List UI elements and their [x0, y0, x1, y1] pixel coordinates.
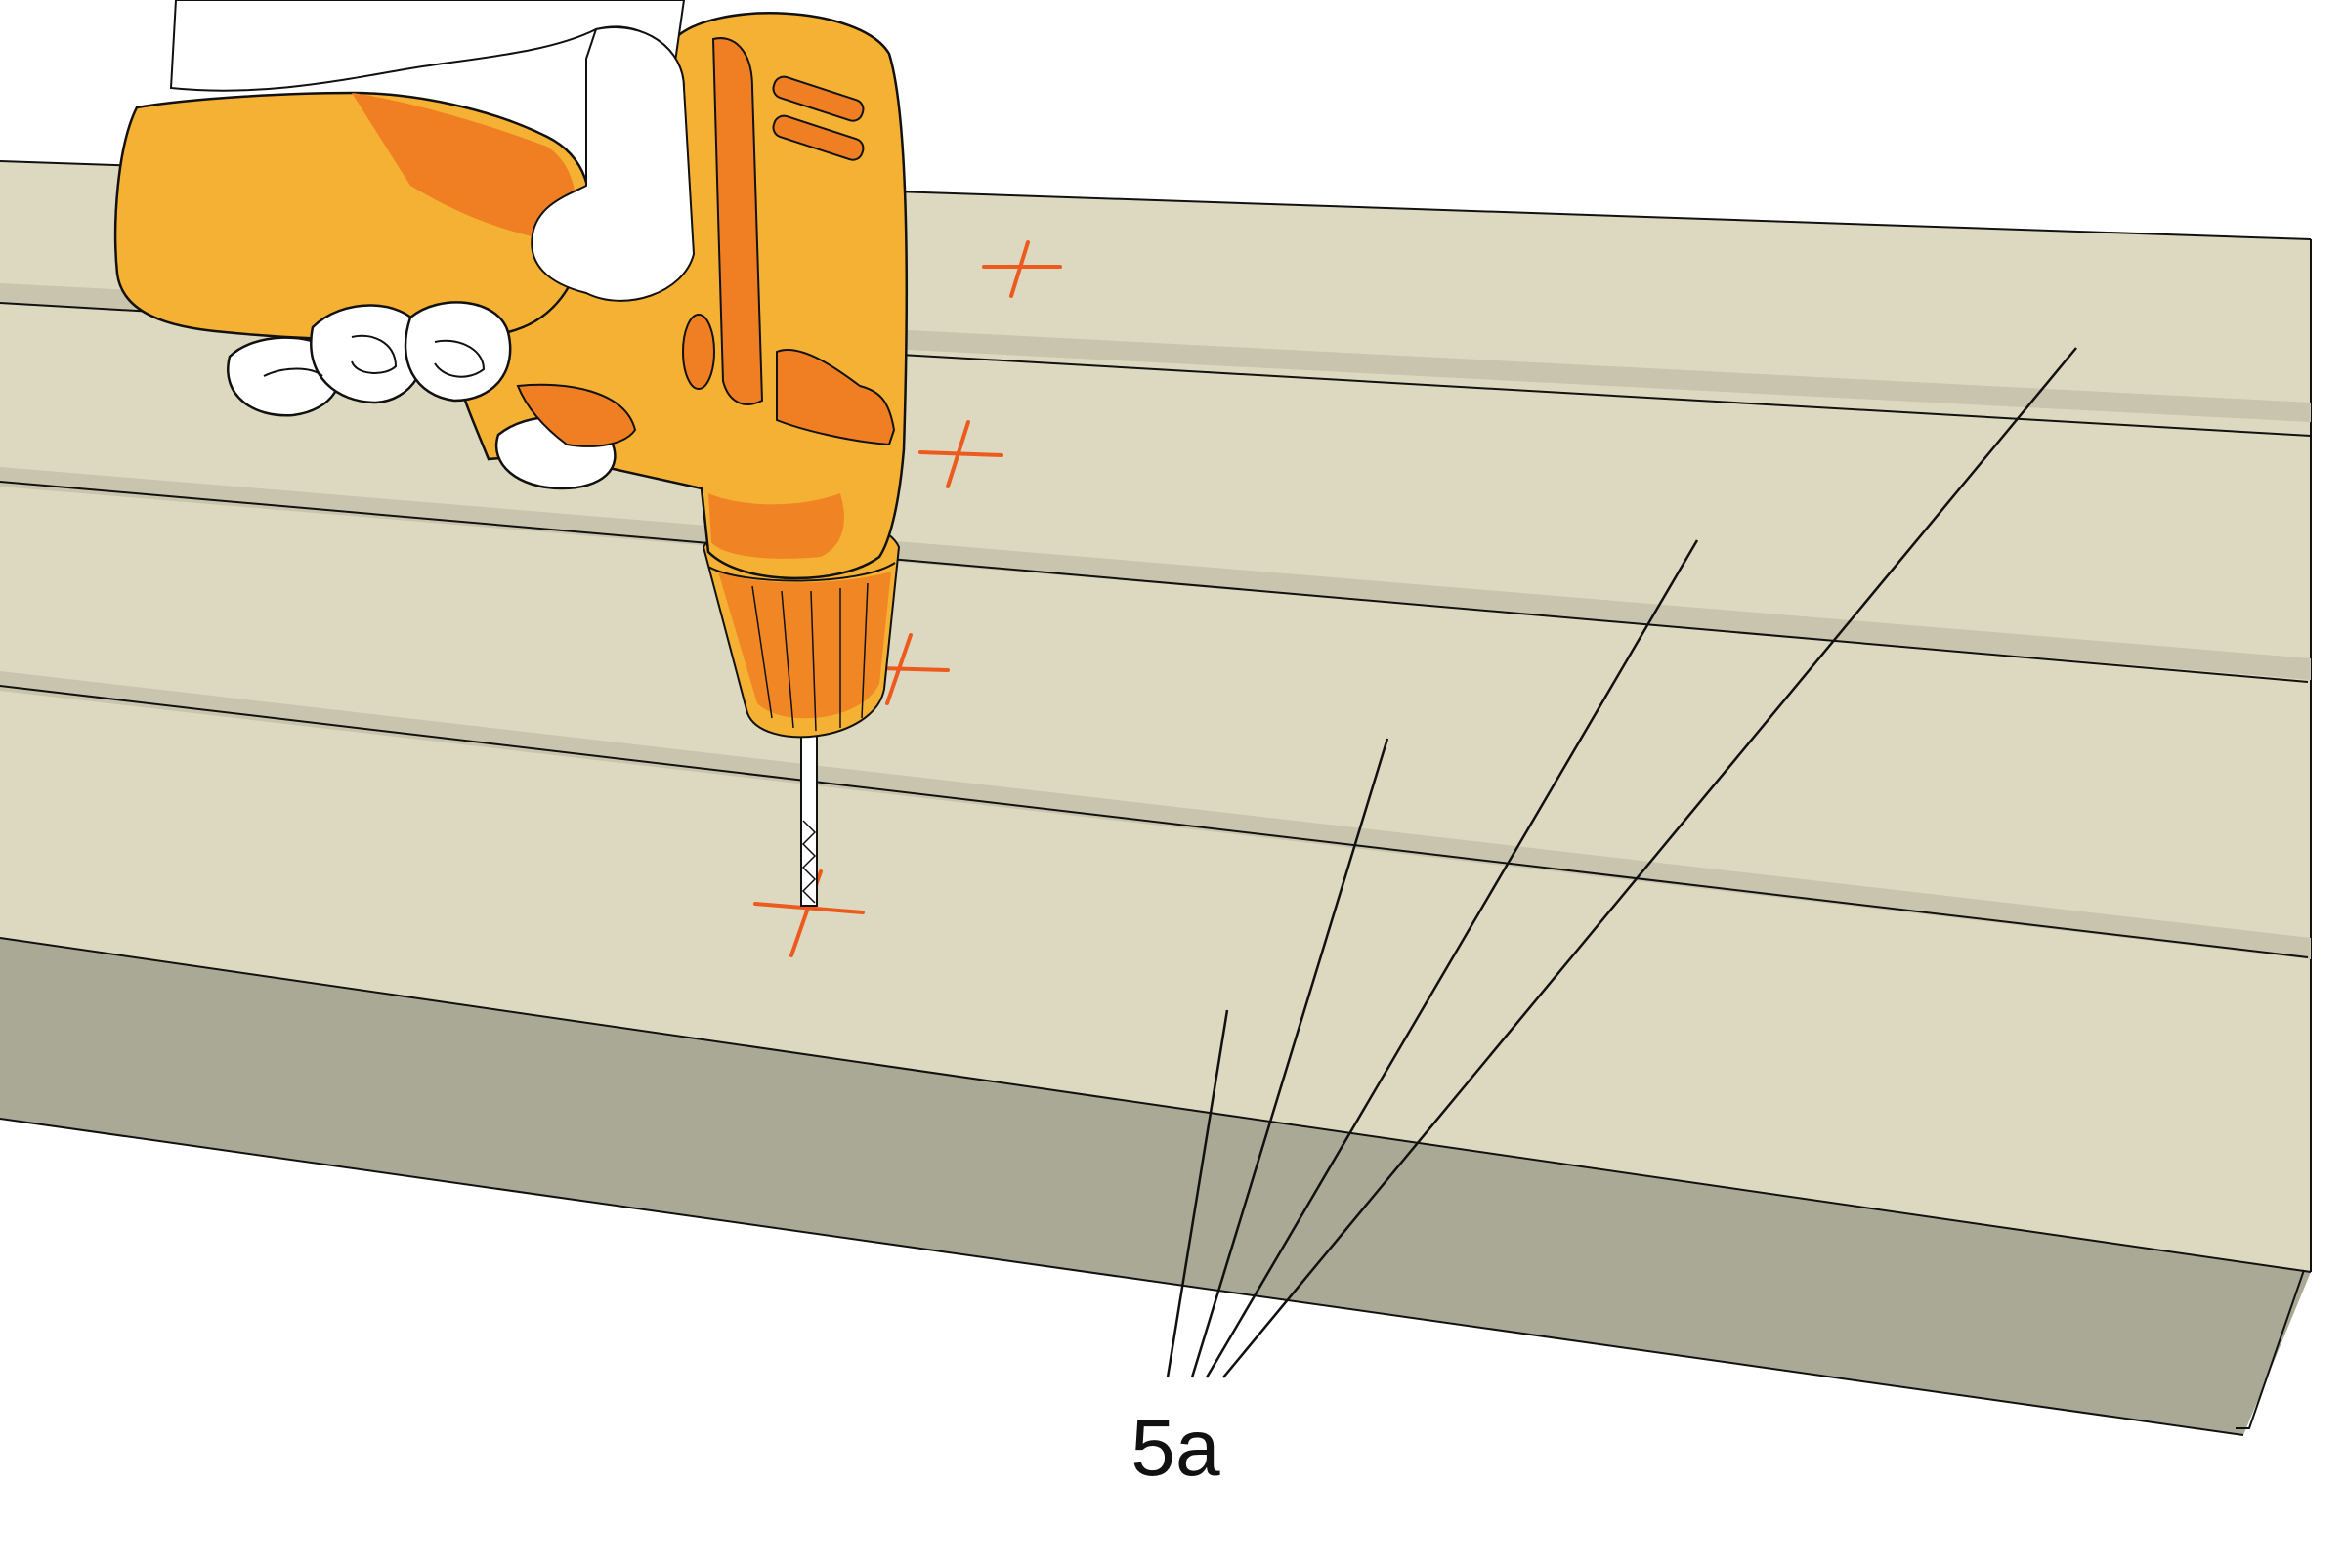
panel-bottom-crease — [0, 937, 2312, 1273]
hand-thumb — [531, 26, 696, 302]
panel-groove-3 — [0, 671, 2311, 959]
leader-line — [1205, 539, 1699, 1378]
panel-front-edge — [0, 1118, 2244, 1436]
leader-line — [1222, 347, 2077, 1378]
panel-side-face — [0, 938, 2311, 1435]
hand-finger — [404, 301, 512, 403]
callout-label: 5a — [1130, 1404, 1220, 1493]
leader-line — [1190, 738, 1389, 1378]
panel-corner-stroke — [2236, 1269, 2305, 1429]
drill-marks — [753, 240, 1062, 957]
drill-bit — [800, 734, 818, 907]
hand-icon — [113, 0, 696, 490]
crosshair-mark-icon — [877, 633, 950, 705]
crosshair-mark-icon — [982, 240, 1062, 298]
crosshair-mark-icon — [918, 420, 1003, 488]
panel-groove-2 — [0, 467, 2311, 683]
callout-leaders — [1166, 347, 2077, 1378]
leader-line — [1166, 1009, 1229, 1378]
